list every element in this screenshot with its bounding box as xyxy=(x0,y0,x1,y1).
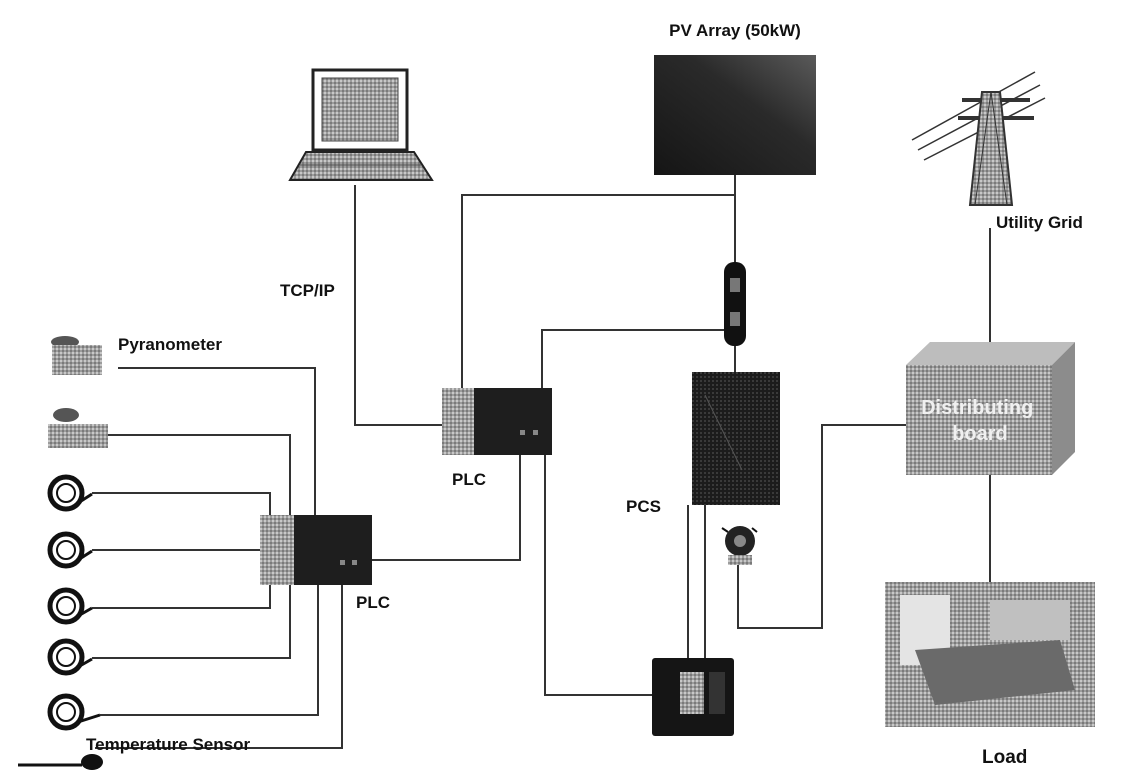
temperature-sensor-label: Temperature Sensor xyxy=(86,735,250,754)
laptop-icon xyxy=(290,70,432,180)
pyranometer-icon xyxy=(48,408,108,448)
thermocouple-icon xyxy=(50,641,92,673)
tcp-ip-label: TCP/IP xyxy=(280,281,335,300)
pv-array-label: PV Array (50kW) xyxy=(669,21,801,40)
temperature-probe-icon xyxy=(18,754,103,770)
plc-main-unit xyxy=(442,388,552,455)
thermocouple-icon xyxy=(50,696,100,728)
plc-sensor-label: PLC xyxy=(356,593,390,612)
plc-sensor-unit xyxy=(260,515,372,585)
plc-main-label: PLC xyxy=(452,470,486,489)
connection-lines xyxy=(92,175,990,748)
load-label: Load xyxy=(982,747,1027,768)
current-transformer-icon xyxy=(722,526,757,565)
thermocouple-icon xyxy=(50,534,92,566)
pyranometer-icon xyxy=(51,336,102,375)
pv-array xyxy=(654,55,816,175)
pyranometer-label: Pyranometer xyxy=(118,335,222,354)
power-meter-icon xyxy=(652,658,734,736)
load-machine-icon xyxy=(885,582,1095,727)
utility-grid-label: Utility Grid xyxy=(996,213,1083,232)
thermocouple-icon xyxy=(50,590,92,622)
fuse-icon xyxy=(724,262,746,346)
pcs-label: PCS xyxy=(626,497,661,516)
pcs-unit xyxy=(692,372,780,505)
thermocouple-icon xyxy=(50,477,92,509)
utility-tower-icon xyxy=(912,72,1045,205)
